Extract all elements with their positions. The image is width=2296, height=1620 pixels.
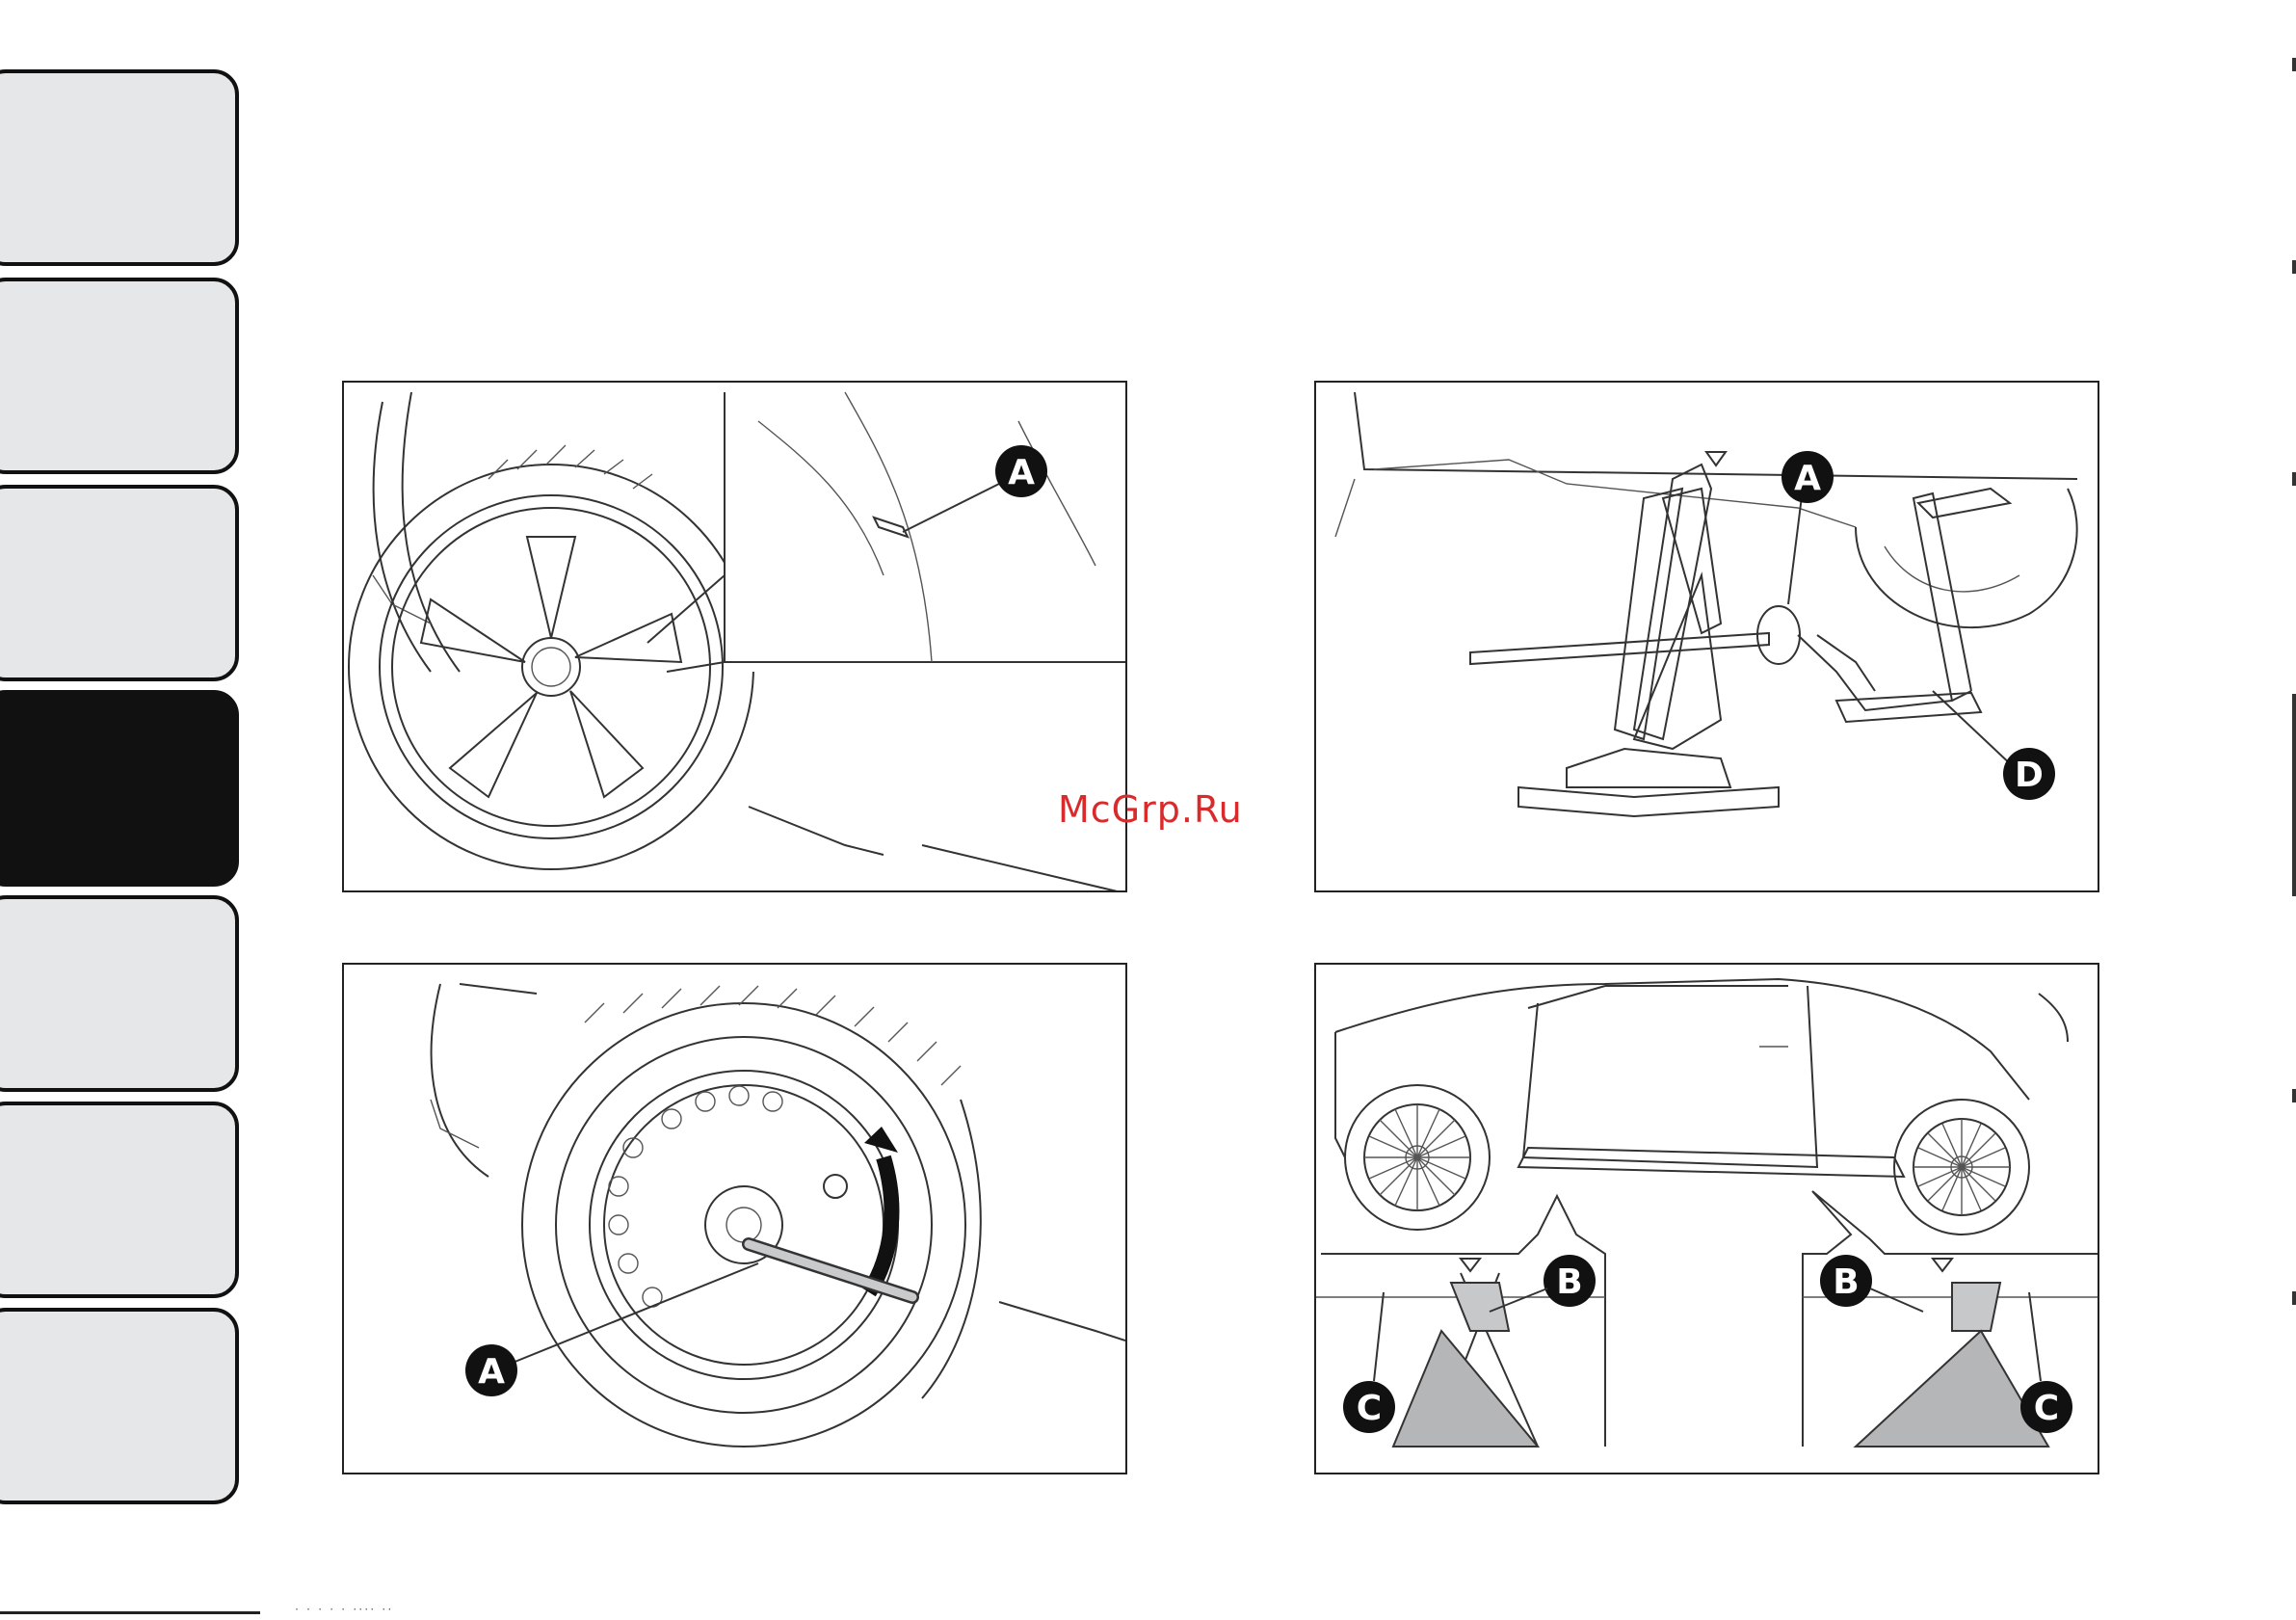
figure-wheel-cap: A xyxy=(342,381,1127,892)
figure-spare-wheel: A xyxy=(342,963,1127,1474)
figure-jack: A D xyxy=(1314,381,2099,892)
sidebar-tab-3[interactable] xyxy=(0,485,239,681)
right-edge-mark xyxy=(2292,260,2296,274)
right-edge-mark xyxy=(2292,1291,2296,1305)
figure-jack-points: B C B C xyxy=(1314,963,2099,1474)
sidebar-tab-1[interactable] xyxy=(0,69,239,266)
right-edge-mark xyxy=(2292,1089,2296,1102)
wheel-cap-illustration: A xyxy=(344,383,1125,890)
label-c-left: C xyxy=(1357,1389,1382,1428)
label-a: A xyxy=(1794,459,1821,498)
watermark: McGrp.Ru xyxy=(1058,788,1243,831)
label-b-left: B xyxy=(1556,1262,1582,1302)
footer-rule xyxy=(0,1611,260,1614)
label-d: D xyxy=(2015,756,2044,795)
label-a: A xyxy=(1008,453,1035,492)
jack-illustration: A D xyxy=(1316,383,2098,890)
label-c-right: C xyxy=(2034,1389,2059,1428)
spare-wheel-illustration: A xyxy=(344,965,1125,1473)
sidebar-tab-4-active[interactable] xyxy=(0,690,239,887)
right-edge-mark xyxy=(2292,58,2296,71)
sidebar-tab-6[interactable] xyxy=(0,1102,239,1298)
label-a: A xyxy=(478,1352,505,1392)
label-b-right: B xyxy=(1833,1262,1859,1302)
right-edge-mark xyxy=(2292,472,2296,486)
jack-points-illustration: B C B C xyxy=(1316,965,2098,1473)
sidebar-tab-5[interactable] xyxy=(0,895,239,1092)
sidebar-tab-2[interactable] xyxy=(0,278,239,474)
sidebar-tab-7[interactable] xyxy=(0,1308,239,1504)
footer-mark: · · · · · ···· ·· xyxy=(294,1605,392,1615)
right-edge-mark xyxy=(2292,694,2296,896)
